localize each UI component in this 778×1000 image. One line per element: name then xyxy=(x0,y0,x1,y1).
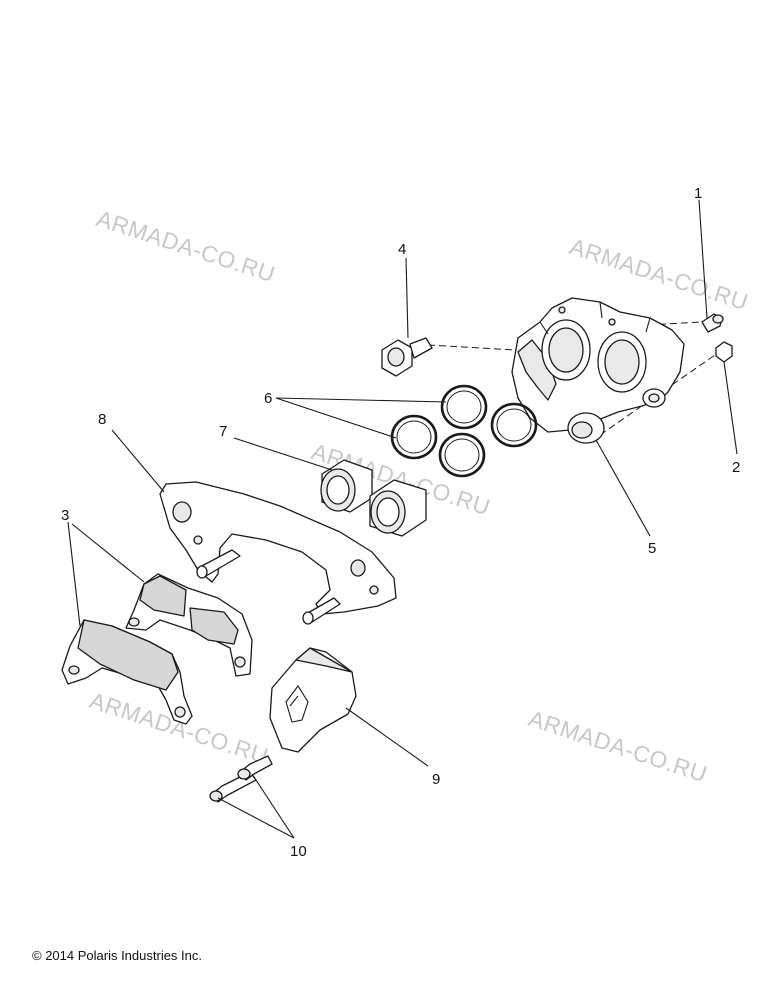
watermark-text: ARMADA-CO.RU xyxy=(93,205,278,287)
callout-2: 2 xyxy=(732,459,740,476)
caliper-bolt xyxy=(381,337,433,377)
bleeder-cap xyxy=(715,341,733,363)
callout-8: 8 xyxy=(98,411,106,428)
caliper-bracket xyxy=(159,481,397,625)
callout-7: 7 xyxy=(219,423,227,440)
copyright-notice: © 2014 Polaris Industries Inc. xyxy=(32,948,202,963)
pistons xyxy=(320,459,427,537)
caliper-housing xyxy=(511,297,685,433)
pad-shim xyxy=(269,647,357,753)
brake-pad-inner xyxy=(125,573,253,677)
callout-4: 4 xyxy=(398,241,406,258)
bleeder-screw xyxy=(701,313,724,333)
callout-5: 5 xyxy=(648,540,656,557)
pad-pins xyxy=(209,755,273,803)
brake-pad-outer xyxy=(61,619,193,725)
bushing xyxy=(567,412,605,444)
callout-6: 6 xyxy=(264,390,272,407)
watermark-text: ARMADA-CO.RU xyxy=(525,705,710,787)
leader-lines xyxy=(67,199,738,839)
piston-seals xyxy=(390,384,538,478)
callout-9: 9 xyxy=(432,771,440,788)
callout-labels: 1 2 3 4 5 6 7 8 9 10 xyxy=(61,185,740,860)
callout-3: 3 xyxy=(61,507,69,524)
callout-1: 1 xyxy=(694,185,702,202)
callout-10: 10 xyxy=(290,843,307,860)
